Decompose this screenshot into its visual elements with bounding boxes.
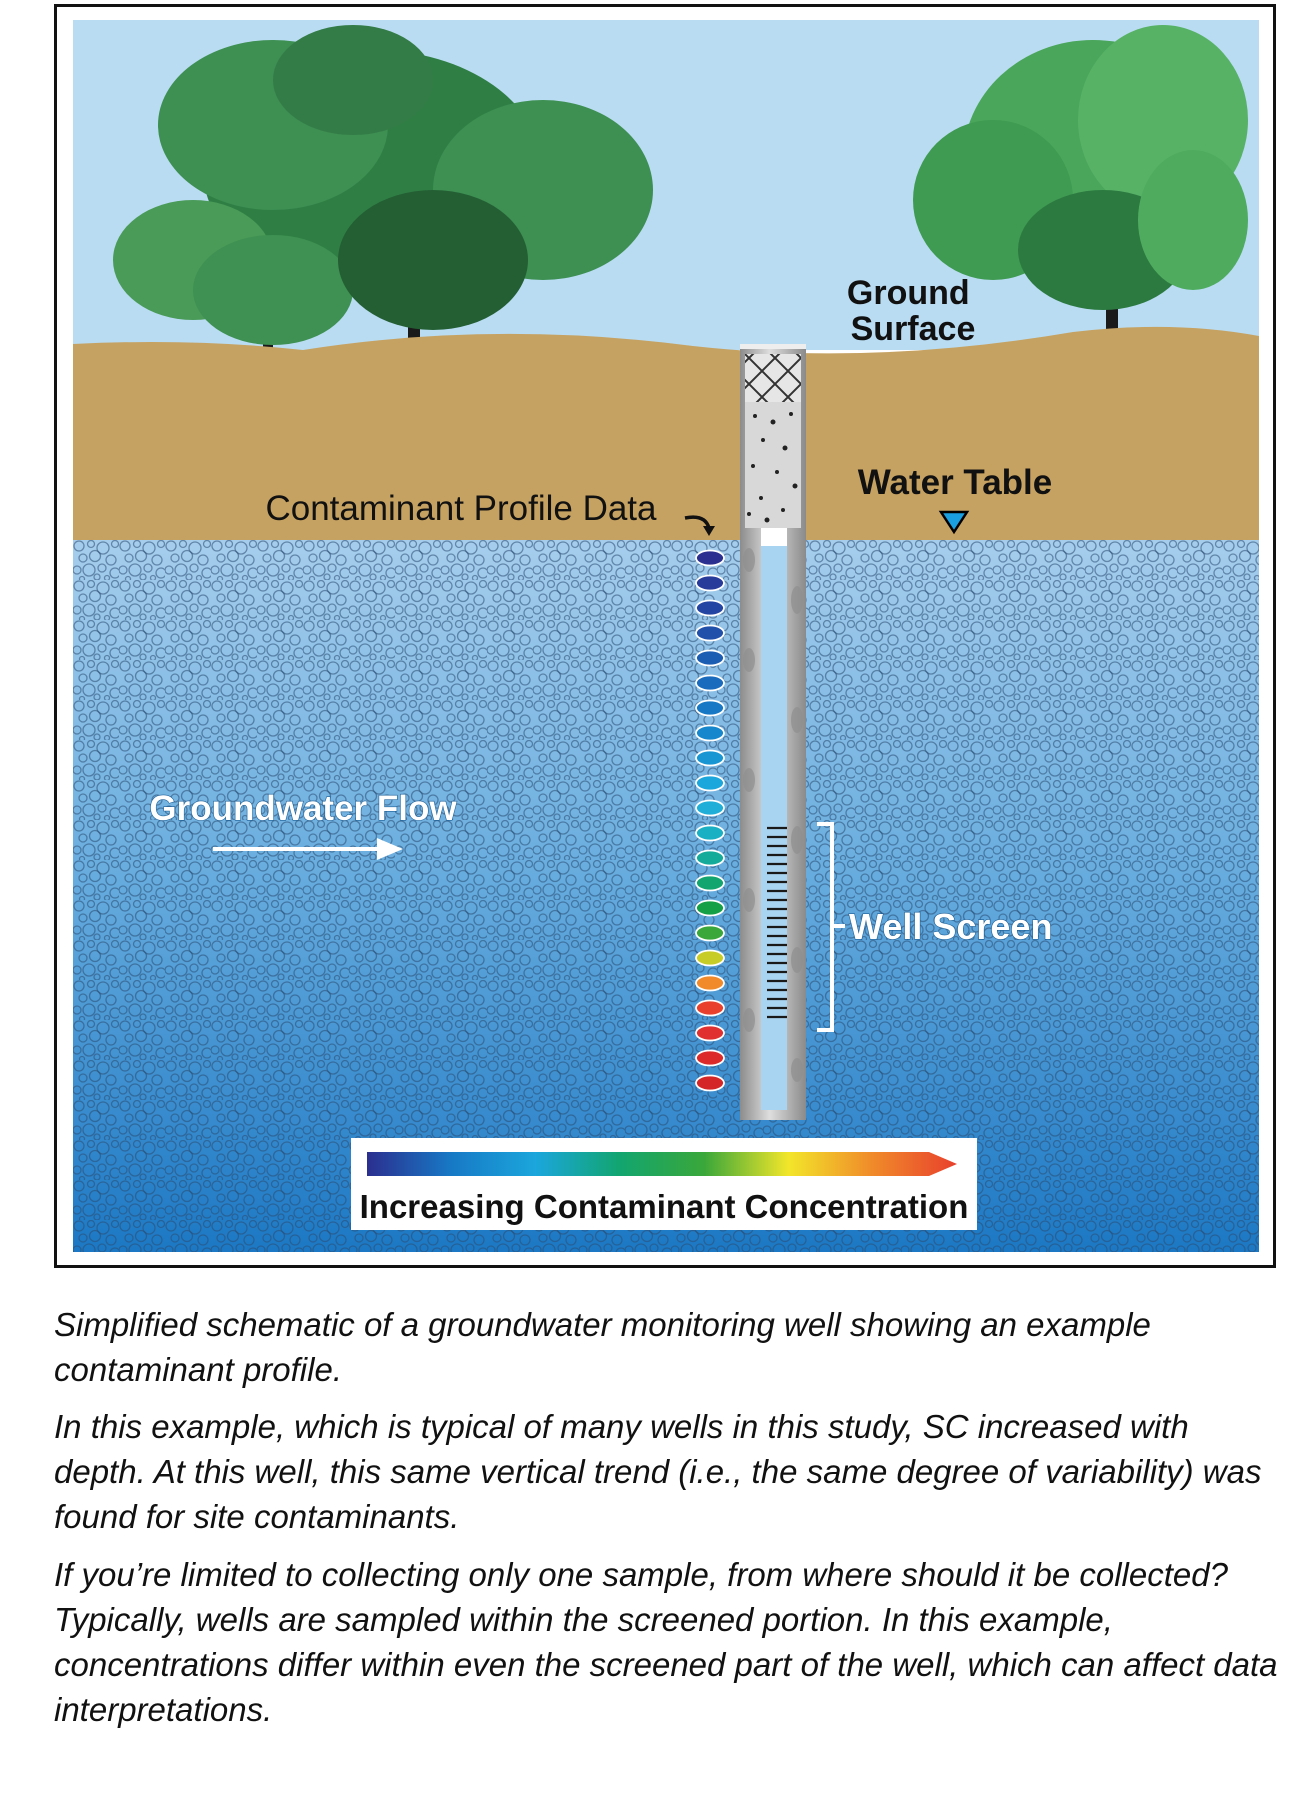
contaminant-profile-label: Contaminant Profile Data (265, 489, 657, 528)
profile-dot (695, 624, 725, 642)
profile-dot (695, 924, 725, 942)
profile-pointer-arrowhead (703, 526, 715, 536)
profile-dot (695, 749, 725, 767)
profile-dot (695, 599, 725, 617)
contaminant-profile-dots (695, 549, 725, 1092)
profile-dot (695, 1074, 725, 1092)
figure-frame: Increasing Contaminant Concentration Gro… (54, 4, 1276, 1268)
concentration-legend: Increasing Contaminant Concentration (351, 1138, 977, 1230)
legend-label: Increasing Contaminant Concentration (360, 1188, 969, 1225)
aquifer-gravel (73, 540, 1259, 1252)
profile-dot (695, 1024, 725, 1042)
profile-dot (695, 999, 725, 1017)
profile-dot (695, 849, 725, 867)
profile-dot (695, 724, 725, 742)
well-screen-slots (767, 826, 787, 1019)
caption-paragraph-2: In this example, which is typical of man… (54, 1408, 1262, 1535)
profile-dot (695, 799, 725, 817)
profile-dot (695, 649, 725, 667)
trees-left-icon (113, 25, 653, 370)
profile-dot (695, 549, 725, 567)
ground-soil (73, 326, 1259, 540)
monitoring-well (740, 344, 806, 1120)
profile-dot (695, 774, 725, 792)
water-table-label: Water Table (858, 463, 1052, 502)
caption-paragraph-3: If you’re limited to collecting only one… (54, 1556, 1278, 1728)
flow-arrow-icon (377, 838, 403, 860)
profile-dot (695, 899, 725, 917)
trees-right-icon (913, 25, 1248, 380)
profile-dot (695, 974, 725, 992)
caption-paragraph-1: Simplified schematic of a groundwater mo… (54, 1306, 1151, 1388)
well-screen-label: Well Screen (849, 906, 1052, 947)
ground-surface-label: Ground Surface (847, 274, 979, 348)
profile-pointer-arrow (684, 515, 711, 529)
profile-dot (695, 874, 725, 892)
profile-dot (695, 674, 725, 692)
profile-dot (695, 699, 725, 717)
water-table-triangle-icon (938, 510, 970, 535)
profile-dot (695, 949, 725, 967)
legend-gradient-arrow (367, 1152, 957, 1176)
profile-dot (695, 824, 725, 842)
groundwater-flow-label: Groundwater Flow (149, 789, 457, 828)
well-screen-bracket (817, 822, 845, 1032)
well-schematic: Increasing Contaminant Concentration Gro… (73, 20, 1259, 1252)
profile-dot (695, 574, 725, 592)
profile-dot (695, 1049, 725, 1067)
